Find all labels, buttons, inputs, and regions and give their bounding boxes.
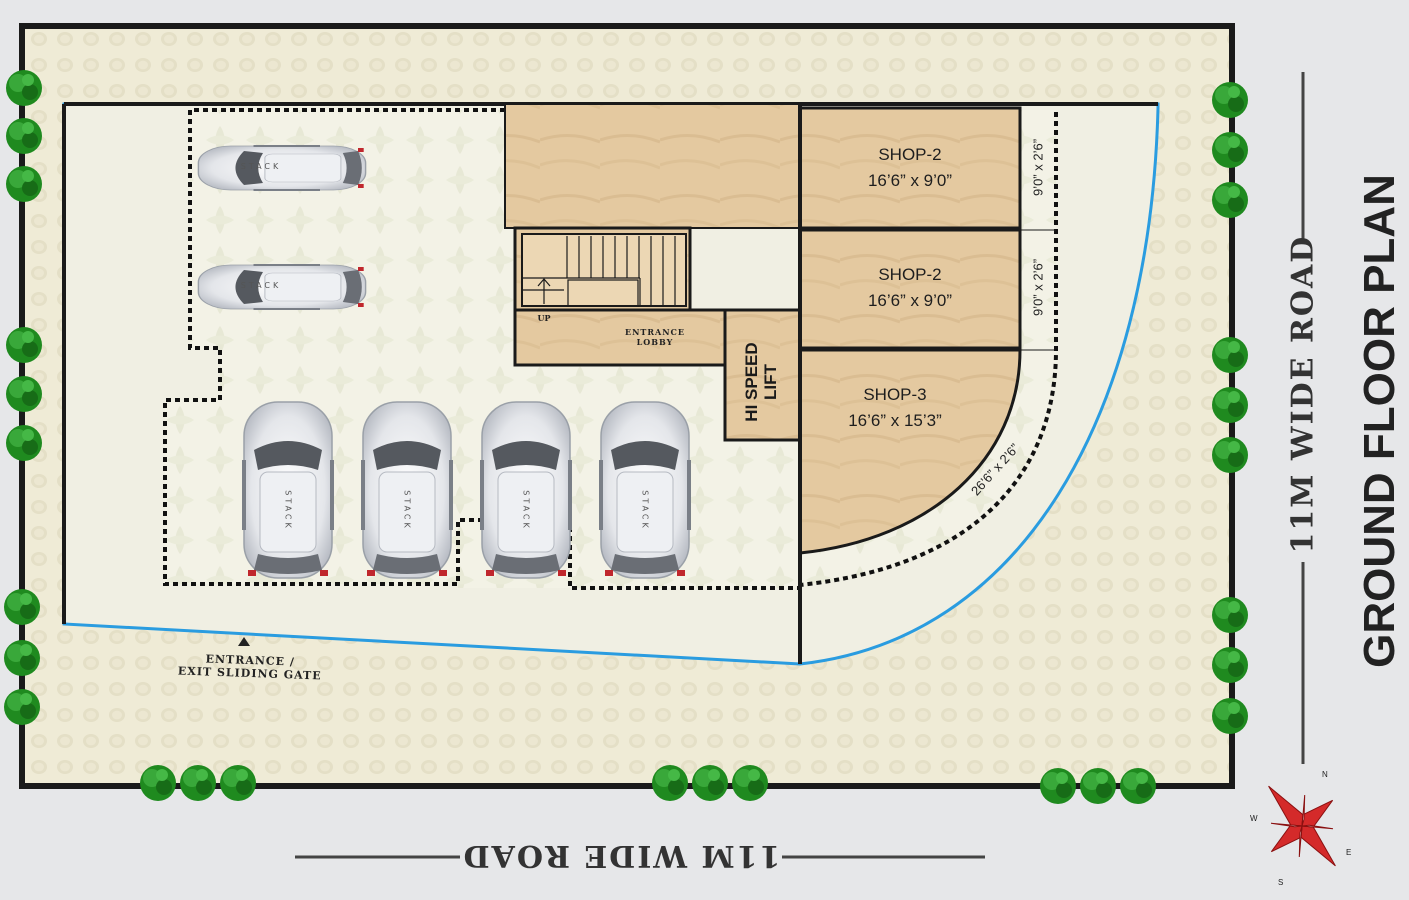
entrance-arrow-icon — [238, 637, 250, 646]
entrance-lobby-line-2: LOBBY — [636, 337, 674, 347]
core-block — [504, 103, 801, 229]
compass-n-label: N — [1322, 770, 1328, 779]
bottom-road-label: 11M WIDE ROAD — [461, 838, 781, 873]
shop-2-passage-dim: 9’0” x 2’6” — [1030, 258, 1046, 317]
shop-1-size: 16’6” x 9’0” — [867, 171, 953, 190]
car-5-label: STACK — [521, 490, 531, 531]
car-6-label: STACK — [640, 490, 650, 531]
compass-e-label: E — [1346, 848, 1352, 857]
side-road-label: 11M WIDE ROAD — [1285, 234, 1321, 554]
car-2-label: STACK — [240, 281, 282, 290]
lift-label-line-2: LIFT — [761, 364, 780, 400]
shop-1-label: SHOP-2 16’6” x 9’0” — [800, 142, 1020, 194]
entrance-lobby-label: ENTRANCE LOBBY — [600, 327, 710, 347]
lift-label: HI SPEED LIFT — [742, 320, 782, 444]
stair-treads — [522, 236, 676, 307]
shop-passage-area — [800, 110, 1056, 585]
shop-2-room — [798, 228, 1022, 350]
shop-1-passage-dim: 9’0” x 2’6” — [1030, 138, 1046, 197]
lift-label-line-1: HI SPEED — [742, 342, 761, 422]
shop-2-size: 16’6” x 9’0” — [867, 291, 953, 310]
shop-3-size: 16’6” x 15’3” — [848, 411, 942, 430]
shop-3-room — [798, 348, 1022, 555]
shop-2-name: SHOP-2 — [878, 265, 942, 284]
shop-3-name: SHOP-3 — [863, 385, 927, 404]
entrance-lobby-line-1: ENTRANCE — [625, 327, 685, 337]
compass-w-label: W — [1250, 814, 1258, 823]
car-1-label: STACK — [240, 162, 282, 171]
shop-2-label: SHOP-2 16’6” x 9’0” — [800, 262, 1020, 314]
shop-1-name: SHOP-2 — [878, 145, 942, 164]
compass-rose-icon — [1268, 785, 1336, 867]
car-4-label: STACK — [402, 490, 412, 531]
shop-passage-dotted — [799, 112, 1058, 587]
shop-3-label: SHOP-3 16’6” x 15’3” — [790, 382, 1000, 434]
stair-up-label: UP — [537, 313, 551, 323]
car-3-label: STACK — [283, 490, 293, 531]
page-title: GROUND FLOOR PLAN — [1355, 174, 1404, 668]
stair-inner — [521, 233, 687, 307]
compass-s-label: S — [1278, 878, 1284, 887]
